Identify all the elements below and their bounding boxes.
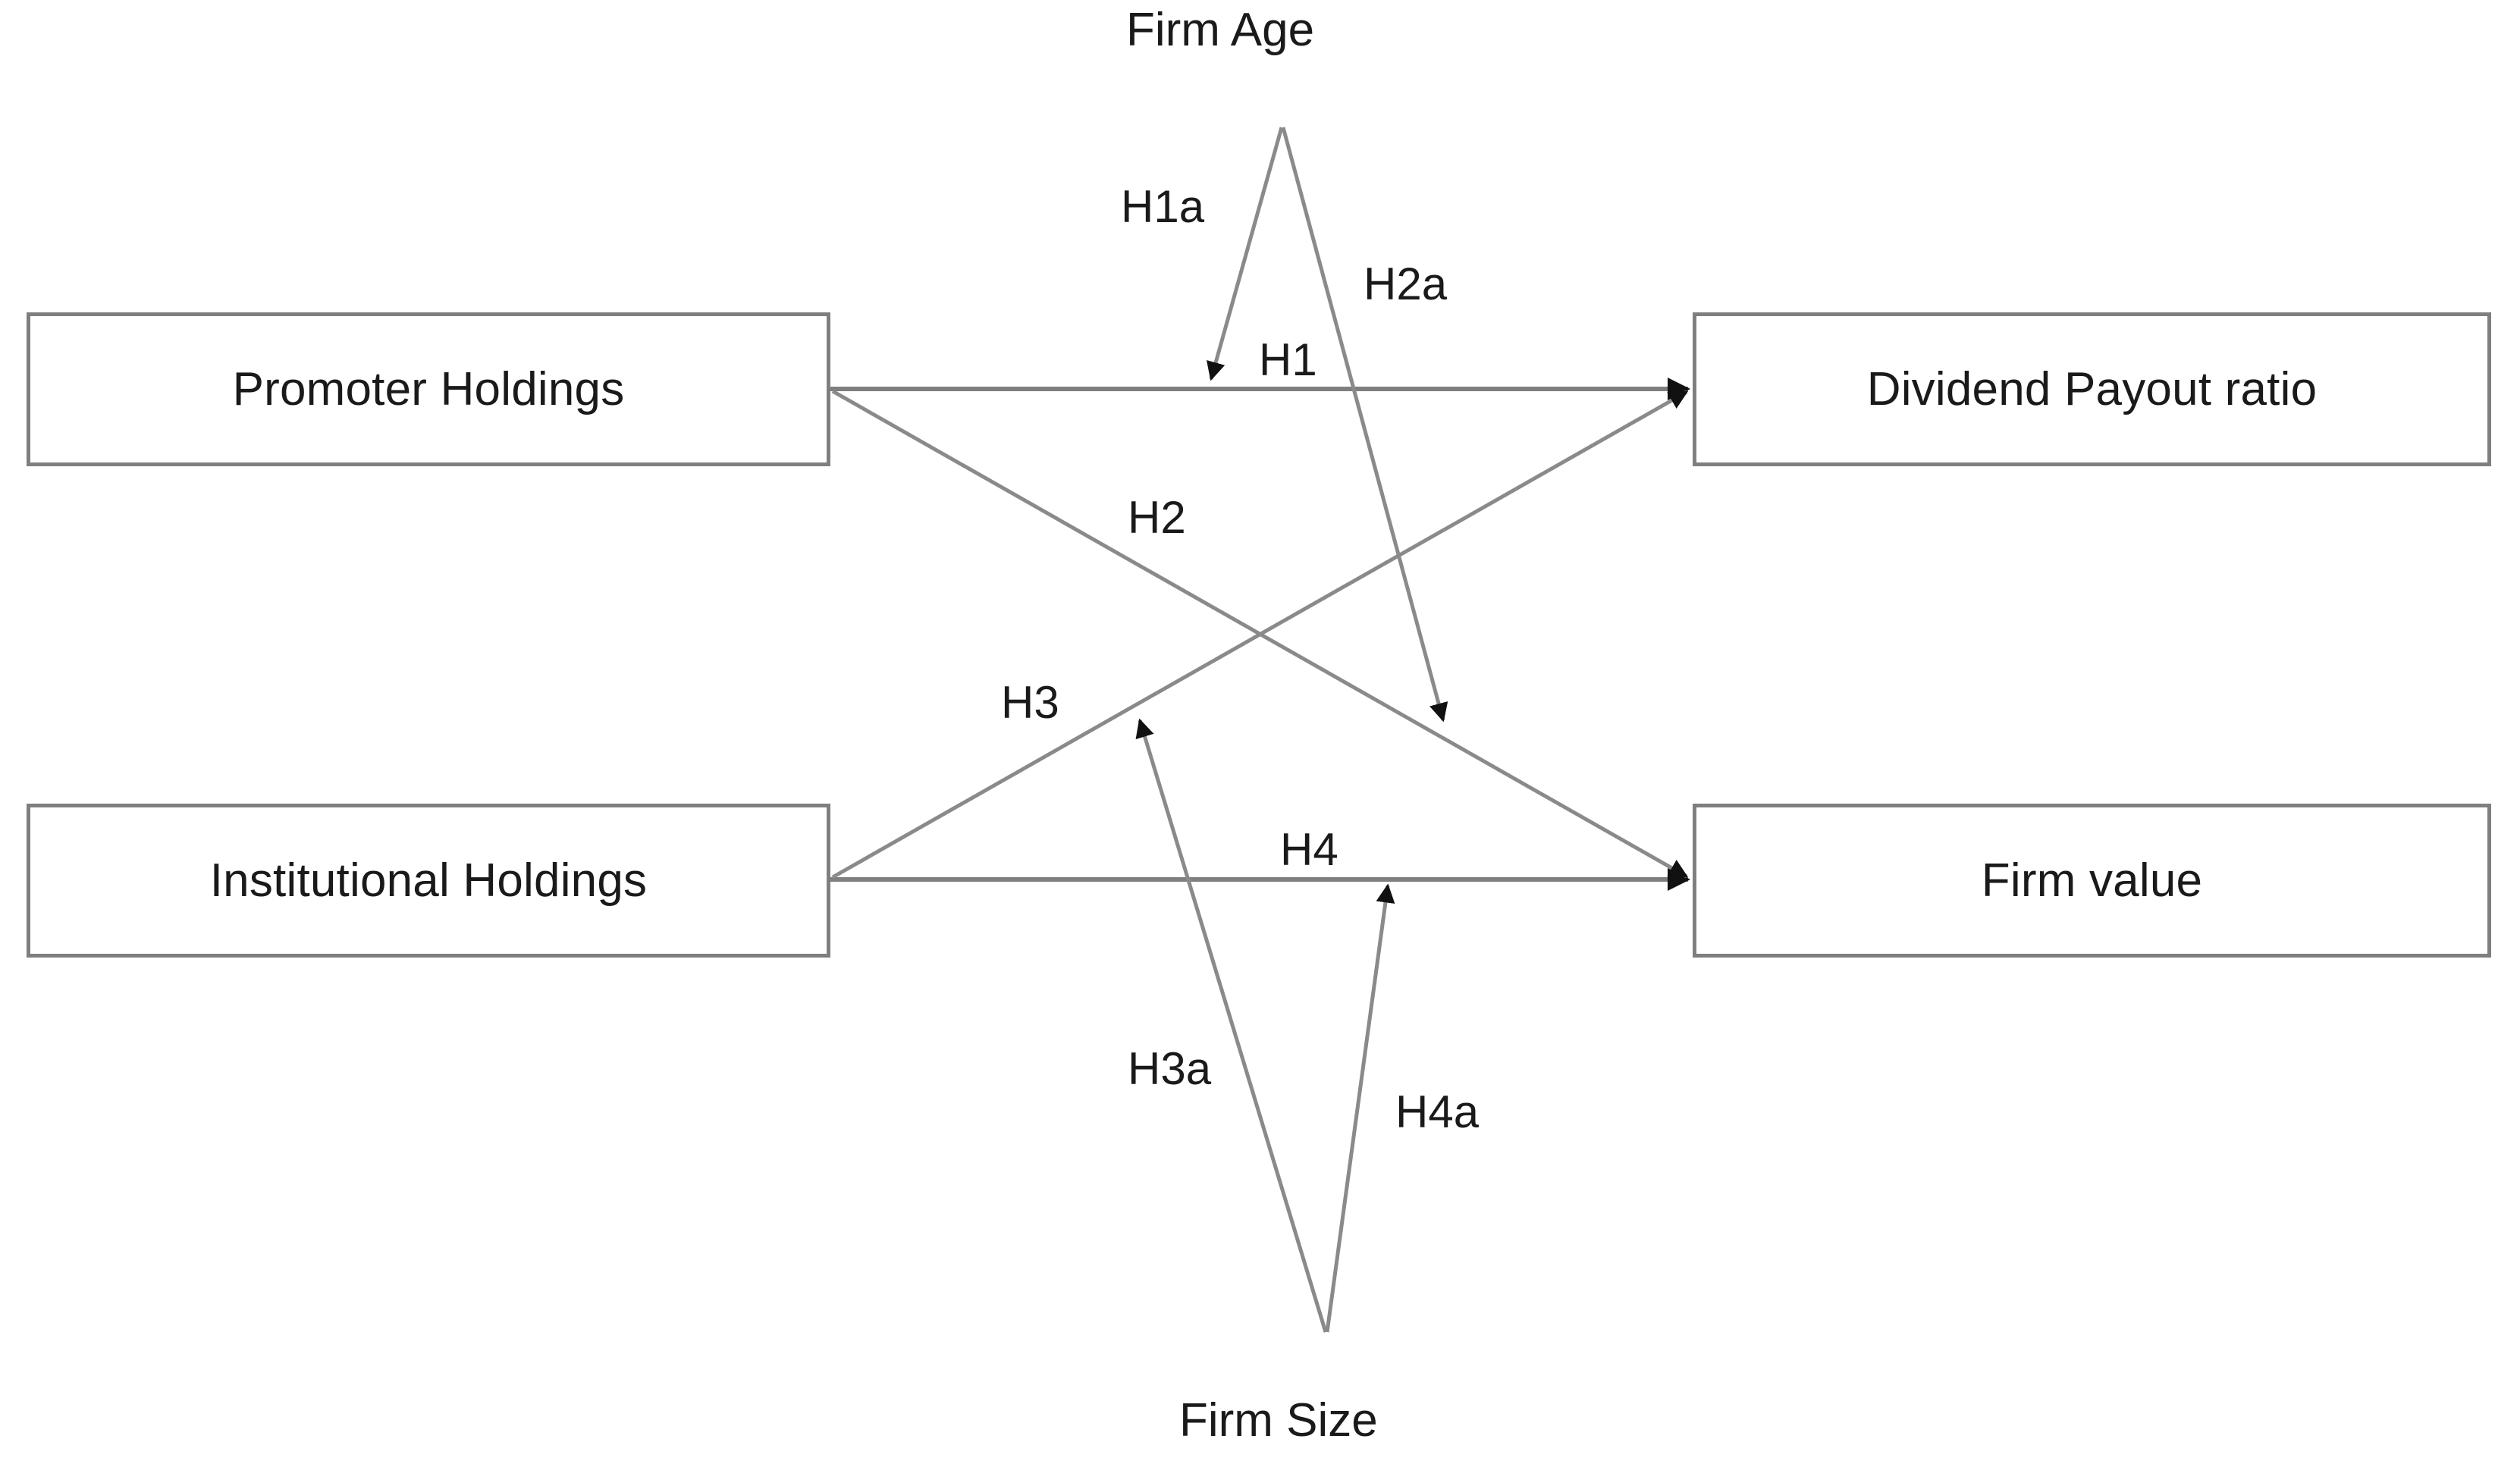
node-firm-value[interactable]: Firm value (1693, 804, 2491, 958)
edge-label-h3a: H3a (1128, 1043, 1212, 1094)
node-promoter-holdings[interactable]: Promoter Holdings (27, 312, 830, 466)
edge-h2 (831, 389, 1689, 879)
node-label-firm-size: Firm Size (1179, 1394, 1378, 1447)
edge-label-h2a: H2a (1364, 259, 1448, 309)
edge-label-h1: H1 (1259, 334, 1317, 385)
edge-label-h3: H3 (1001, 677, 1059, 728)
node-label-firm-age: Firm Age (1126, 4, 1315, 56)
node-label-dividend-payout-ratio: Dividend Payout ratio (1866, 363, 2318, 415)
edge-label-h1a: H1a (1121, 181, 1205, 232)
node-label-institutional-holdings: Institutional Holdings (209, 854, 648, 907)
edge-label-h4: H4 (1280, 824, 1338, 875)
edge-h2a (1281, 127, 1448, 723)
edge-label-h2: H2 (1128, 492, 1186, 543)
edge-h4a (1325, 883, 1395, 1333)
node-label-firm-value: Firm value (1981, 854, 2203, 907)
edge-label-h4a: H4a (1395, 1086, 1480, 1137)
edge-h3a (1135, 718, 1328, 1333)
node-institutional-holdings[interactable]: Institutional Holdings (27, 804, 830, 958)
edge-h3 (831, 390, 1689, 879)
node-dividend-payout-ratio[interactable]: Dividend Payout ratio (1693, 312, 2491, 466)
node-label-promoter-holdings: Promoter Holdings (232, 363, 625, 415)
